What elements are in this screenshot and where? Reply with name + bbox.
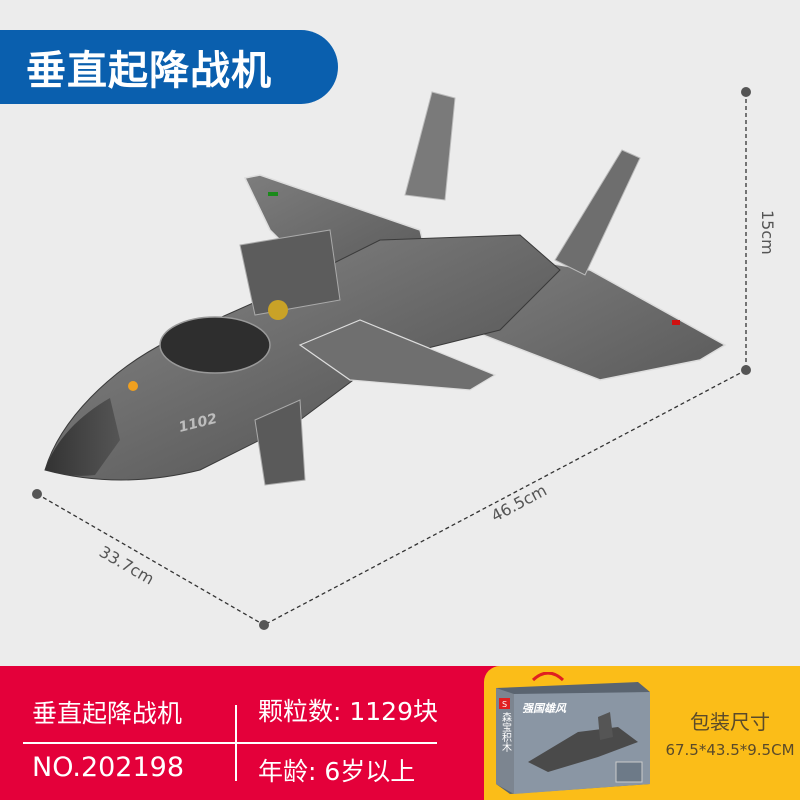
package-size-title: 包装尺寸 — [690, 710, 770, 734]
piece-count: 颗粒数: 1129块 — [258, 697, 438, 726]
table-divider-horizontal — [23, 742, 437, 744]
height-dimension-label: 15cm — [758, 210, 777, 255]
dimension-point — [259, 620, 269, 630]
dimension-point — [741, 87, 751, 97]
product-name: 垂直起降战机 — [32, 699, 183, 728]
age-range: 年龄: 6岁以上 — [258, 757, 416, 786]
length-dimension-label: 46.5cm — [488, 481, 550, 526]
dimension-point — [32, 489, 42, 499]
package-size-label: 包装尺寸 67.5*43.5*9.5CM — [660, 706, 800, 759]
title-banner: 垂直起降战机 — [0, 30, 338, 104]
item-number: NO.202198 — [32, 752, 185, 783]
page-title: 垂直起降战机 — [26, 48, 272, 94]
product-stage: 1102 15cm 46.5cm 33.7cm 垂直起降战机 — [0, 30, 777, 630]
dimension-point — [741, 365, 751, 375]
fighter-jet-model-image: 1102 — [44, 91, 727, 486]
svg-text:S: S — [502, 700, 507, 709]
package-size-value: 67.5*43.5*9.5CM — [665, 741, 795, 759]
dimension-lines: 15cm 46.5cm 33.7cm — [32, 87, 777, 630]
package-box-image: S 森宝积木 强国雄风 — [496, 672, 650, 794]
width-dimension-label: 33.7cm — [96, 542, 157, 588]
product-info-bar: 垂直起降战机 颗粒数: 1129块 NO.202198 年龄: 6岁以上 S 森… — [0, 666, 800, 800]
box-brand-text: 森宝积木 — [500, 711, 512, 753]
info-table: 垂直起降战机 颗粒数: 1129块 NO.202198 年龄: 6岁以上 — [0, 666, 500, 800]
box-series-title: 强国雄风 — [522, 702, 567, 715]
